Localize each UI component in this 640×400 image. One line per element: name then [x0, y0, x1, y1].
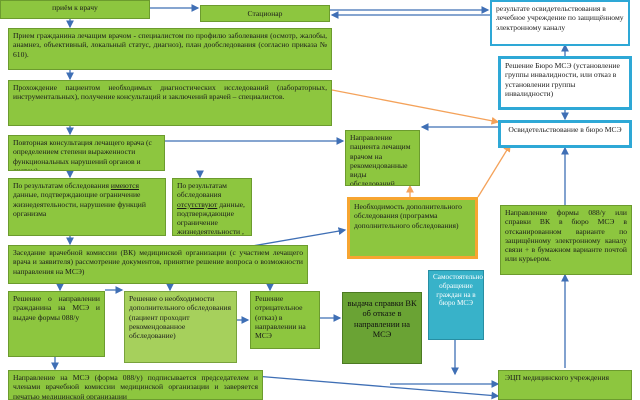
bureau-decision-box: Решение Бюро МСЭ (установление группы ин…	[498, 56, 632, 110]
vk-meeting-label: Заседание врачебной комиссии (ВК) медици…	[13, 248, 303, 276]
results-present-box: По результатам обследования имеются данн…	[8, 178, 166, 236]
self-application-box: Самостоятельное обращение граждан на в б…	[428, 270, 484, 340]
refusal-certificate-box: выдача справки ВК об отказе в направлени…	[342, 292, 422, 364]
bureau-decision-label: Решение Бюро МСЭ (установление группы ин…	[505, 61, 620, 98]
results-present-emphasis: имеются	[110, 181, 140, 190]
decision-extra-label: Решение о необходимости дополнительного …	[129, 294, 231, 340]
decision-refuse-box: Решение отрицательное (отказ) в направле…	[250, 291, 320, 349]
exams-box: Прохождение пациентом необходимых диагно…	[8, 80, 332, 126]
decision-send-box: Решение о направлении гражданина на МСЭ …	[8, 291, 105, 357]
refusal-certificate-label: выдача справки ВК об отказе в направлени…	[347, 299, 417, 339]
treatment-box: Прием гражданина лечащим врачом - специа…	[8, 28, 332, 70]
bureau-exam-box: Освидетельствование в бюро МСЭ	[498, 120, 632, 148]
vk-meeting-box: Заседание врачебной комиссии (ВК) медици…	[8, 245, 308, 284]
top-left-box: приём к врачу	[0, 0, 150, 19]
extra-program-label: Необходимость дополнительного обследован…	[354, 202, 462, 230]
self-application-label: Самостоятельное обращение граждан на в б…	[433, 273, 484, 308]
form-send-label: Направление формы 088/у или справки ВК в…	[505, 208, 627, 264]
stationary-label: Стационар	[247, 9, 283, 18]
decision-refuse-label: Решение отрицательное (отказ) в направле…	[255, 294, 306, 340]
results-present-text-a: По результатам обследования	[13, 181, 110, 190]
digital-signature-label: ЭЦП медицинского учреждения	[505, 373, 610, 382]
top-left-label: приём к врачу	[52, 3, 98, 12]
bureau-exam-label: Освидетельствование в бюро МСЭ	[508, 125, 622, 134]
results-absent-box: По результатам обследования отсутствуют …	[172, 178, 252, 236]
treatment-label: Прием гражданина лечащим врачом - специа…	[13, 31, 327, 59]
referral-to-exams-box: Направление пациента лечащим врачом на р…	[345, 130, 420, 186]
exams-label: Прохождение пациентом необходимых диагно…	[13, 83, 327, 102]
referral-to-exams-label: Направление пациента лечащим врачом на р…	[350, 133, 411, 186]
result-sent-box: результате освидетельствования в лечебно…	[490, 0, 630, 46]
form-send-box: Направление формы 088/у или справки ВК в…	[500, 205, 632, 275]
result-sent-label: результате освидетельствования в лечебно…	[496, 4, 624, 32]
stationary-box: Стационар	[200, 5, 330, 22]
results-absent-text-b: данные, подтверждающие ограничение жизне…	[177, 199, 245, 236]
results-absent-text-a: По результатам обследования	[177, 181, 227, 200]
decision-send-label: Решение о направлении гражданина на МСЭ …	[13, 294, 100, 322]
referral-signed-label: Направление на МСЭ (форма 088/у) подписы…	[13, 373, 258, 400]
extra-program-box: Необходимость дополнительного обследован…	[347, 197, 478, 259]
repeat-consultation-label: Повторная консультация лечащего врача (с…	[13, 138, 152, 171]
referral-signed-box: Направление на МСЭ (форма 088/у) подписы…	[8, 370, 263, 400]
results-present-text-b: данные, подтверждающие ограничение жизне…	[13, 190, 146, 218]
repeat-consultation-box: Повторная консультация лечащего врача (с…	[8, 135, 165, 171]
decision-extra-box: Решение о необходимости дополнительного …	[124, 291, 237, 363]
results-absent-emphasis: отсутствуют	[177, 199, 218, 209]
digital-signature-box: ЭЦП медицинского учреждения	[498, 370, 632, 400]
